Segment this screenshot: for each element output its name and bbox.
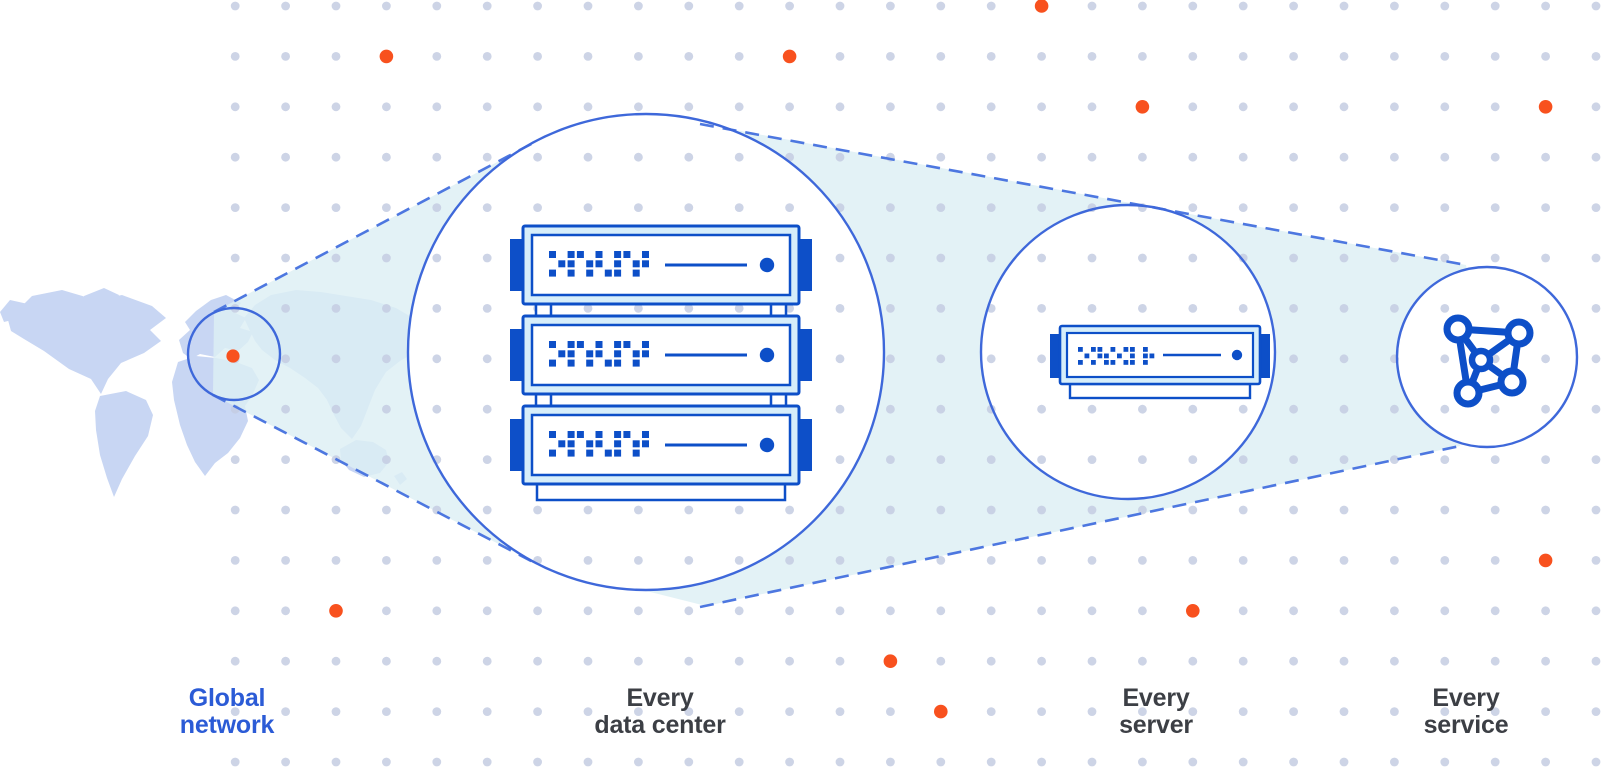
dashed-connector-upper-left: [213, 140, 536, 314]
label-every-data-center: Every data center: [594, 685, 725, 739]
map-location-dot: [226, 349, 240, 363]
service-circle: [1395, 265, 1579, 449]
map-focus-circle: [186, 306, 282, 402]
server-icon: [1050, 324, 1270, 400]
label-line: Every: [1432, 684, 1500, 712]
label-line: server: [1119, 711, 1193, 739]
label-every-service: Every service: [1424, 685, 1509, 739]
label-line: service: [1423, 711, 1509, 739]
focus-circles: [186, 112, 1579, 592]
network-mesh-icon: [1443, 314, 1534, 408]
data-center-circle: [406, 112, 886, 592]
label-line: data center: [594, 711, 726, 739]
label-line: Every: [1122, 684, 1190, 712]
dashed-connectors: [212, 122, 1467, 609]
server-circle: [979, 203, 1277, 501]
label-line: Global: [188, 684, 266, 712]
label-every-server: Every server: [1119, 685, 1193, 739]
dashed-connector-upper-right: [699, 122, 1467, 267]
dashed-connector-lower-left: [212, 393, 536, 565]
dashed-connector-lower-right: [699, 444, 1461, 609]
label-line: Every: [626, 684, 694, 712]
server-rack-icon: [510, 224, 812, 502]
label-line: network: [179, 711, 275, 739]
label-global-network: Global network: [179, 684, 275, 739]
